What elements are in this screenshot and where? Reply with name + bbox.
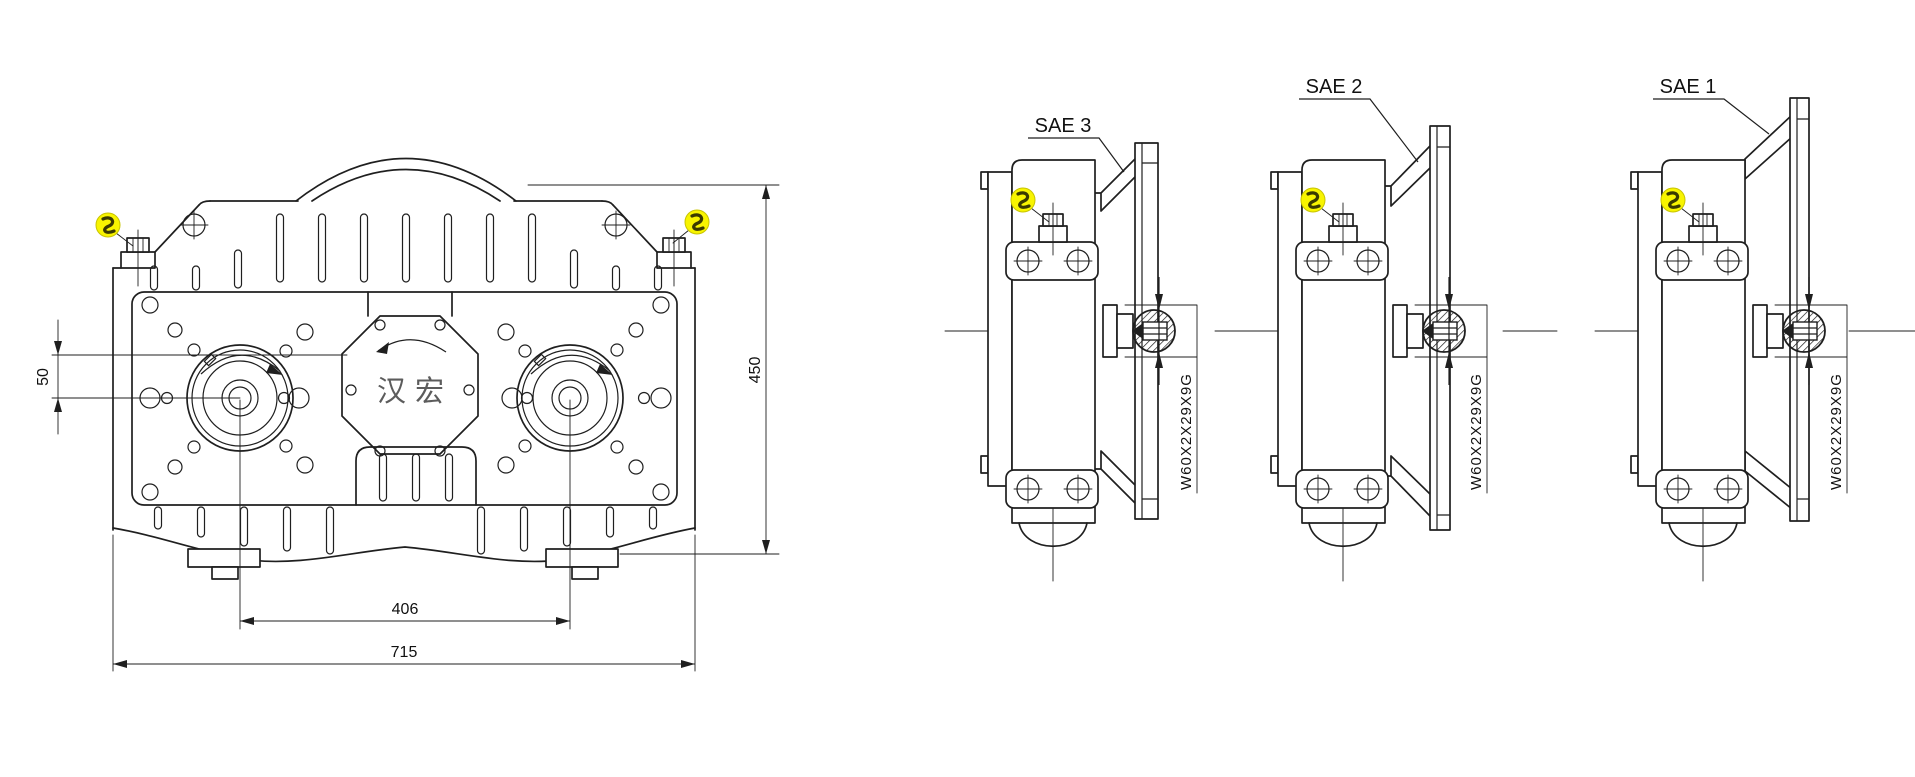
side-view-sae-1: SAE 1 bbox=[1593, 76, 1915, 583]
dimension-center-offset: 50 bbox=[35, 319, 348, 435]
dim-text-450: 450 bbox=[747, 357, 764, 384]
svg-text:SAE 1: SAE 1 bbox=[1660, 76, 1717, 98]
dim-text-715: 715 bbox=[391, 644, 418, 661]
cooling-ribs-bottom bbox=[153, 506, 658, 555]
face-plate bbox=[131, 291, 678, 506]
breather-highlight-icon bbox=[672, 209, 710, 244]
face-plate-holes bbox=[139, 296, 672, 501]
dim-text-406: 406 bbox=[392, 601, 419, 618]
breather-highlight-icon bbox=[95, 212, 134, 247]
rotation-arrow-cw bbox=[530, 354, 611, 375]
svg-text:SAE 2: SAE 2 bbox=[1306, 76, 1363, 98]
svg-text:SAE 3: SAE 3 bbox=[1035, 115, 1092, 137]
mounting-foot bbox=[545, 548, 619, 568]
ear-hole-crosshair bbox=[179, 210, 631, 240]
cooling-ribs-top bbox=[149, 213, 663, 291]
center-panel bbox=[355, 446, 477, 506]
inspection-cover: 汉宏 bbox=[341, 291, 479, 457]
side-view-sae-3: SAE 3 bbox=[943, 115, 1276, 583]
cover-bolt-holes bbox=[345, 319, 475, 457]
mounting-foot bbox=[187, 548, 261, 568]
view-label-sae1: SAE 1 bbox=[1653, 76, 1770, 135]
brand-text: 汉宏 bbox=[377, 374, 453, 408]
view-label-sae3: SAE 3 bbox=[1028, 115, 1125, 173]
housing-outline bbox=[112, 157, 696, 580]
side-view-sae-2: SAE 2 bbox=[1233, 76, 1558, 583]
view-label-sae2: SAE 2 bbox=[1299, 76, 1419, 163]
dimension-overall-width: 715 bbox=[112, 534, 696, 672]
breather-plug bbox=[120, 229, 692, 287]
dimension-overall-height: 450 bbox=[527, 184, 780, 555]
dim-text-50: 50 bbox=[35, 368, 52, 386]
dimension-shaft-spacing: 406 bbox=[239, 399, 571, 630]
front-view: 汉宏 bbox=[35, 157, 780, 672]
